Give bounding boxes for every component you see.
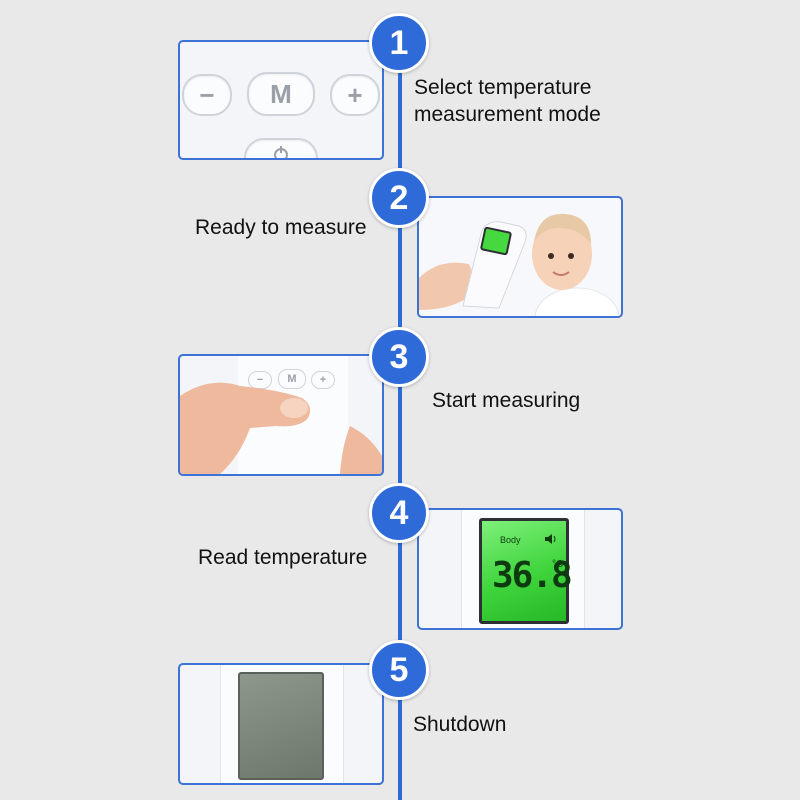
finger-pressing-illustration [180, 382, 382, 474]
step-2-badge: 2 [369, 168, 429, 228]
step-1-text-line1: Select temperature [414, 76, 592, 99]
minus-button-small: − [248, 371, 272, 389]
power-icon [274, 146, 288, 158]
step-2-text: Ready to measure [195, 216, 367, 239]
mode-button-small: M [278, 369, 306, 389]
mode-label: Body [500, 535, 521, 545]
step-1-badge: 1 [369, 13, 429, 73]
step-5-text: Shutdown [413, 713, 507, 736]
step-4-card: Body 36.8 °C [417, 508, 623, 630]
step-1-text: Select temperature measurement mode [414, 74, 601, 128]
step-1-card: − M + [178, 40, 384, 160]
plus-button: + [330, 74, 380, 116]
step-3-badge: 3 [369, 327, 429, 387]
power-button [244, 138, 318, 158]
step-2-card [417, 196, 623, 318]
minus-button: − [182, 74, 232, 116]
lcd-display-on: Body 36.8 °C [479, 518, 573, 624]
thermometer-baby-illustration [419, 213, 620, 316]
temperature-reading: 36.8 [492, 555, 573, 596]
timeline-line [398, 30, 402, 800]
lcd-display-off [238, 672, 324, 780]
step-3-card: − M + [178, 354, 384, 476]
temperature-unit: °C [552, 559, 564, 570]
step-5-card [178, 663, 384, 785]
step-5-badge: 5 [369, 640, 429, 700]
step-1-text-line2: measurement mode [414, 103, 601, 126]
step-4-text: Read temperature [198, 546, 368, 569]
step-3-text: Start measuring [432, 389, 581, 412]
plus-button-small: + [311, 371, 335, 389]
speaker-icon [545, 534, 556, 544]
step-4-badge: 4 [369, 483, 429, 543]
mode-button: M [247, 72, 315, 116]
